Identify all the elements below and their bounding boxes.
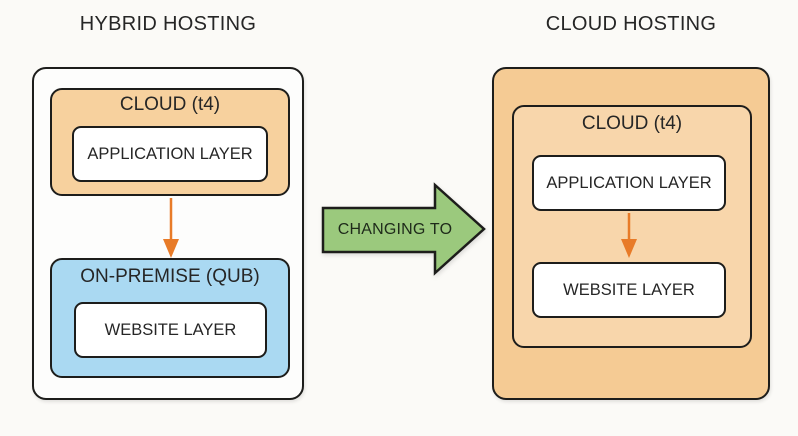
right-arrow-icon bbox=[315, 180, 490, 280]
application-layer-box: APPLICATION LAYER bbox=[72, 126, 268, 182]
website-layer-label: WEBSITE LAYER bbox=[104, 320, 237, 339]
down-arrow-icon bbox=[161, 198, 181, 259]
application-layer-label-right: APPLICATION LAYER bbox=[546, 173, 712, 192]
down-arrow-icon-right bbox=[619, 213, 639, 259]
cloud-label: CLOUD (t4) bbox=[581, 113, 683, 134]
website-layer-label-right: WEBSITE LAYER bbox=[563, 280, 695, 299]
application-layer-label: APPLICATION LAYER bbox=[87, 144, 253, 163]
application-layer-box-right: APPLICATION LAYER bbox=[532, 155, 726, 211]
website-layer-box: WEBSITE LAYER bbox=[74, 302, 267, 358]
hybrid-hosting-title: HYBRID HOSTING bbox=[79, 13, 257, 35]
cloud-hosting-title: CLOUD HOSTING bbox=[545, 13, 717, 35]
changing-to-label: CHANGING TO bbox=[337, 221, 453, 238]
onpremise-label: ON-PREMISE (QUB) bbox=[80, 266, 260, 287]
hybrid-cloud-label: CLOUD (t4) bbox=[119, 94, 221, 115]
website-layer-box-right: WEBSITE LAYER bbox=[532, 262, 726, 318]
